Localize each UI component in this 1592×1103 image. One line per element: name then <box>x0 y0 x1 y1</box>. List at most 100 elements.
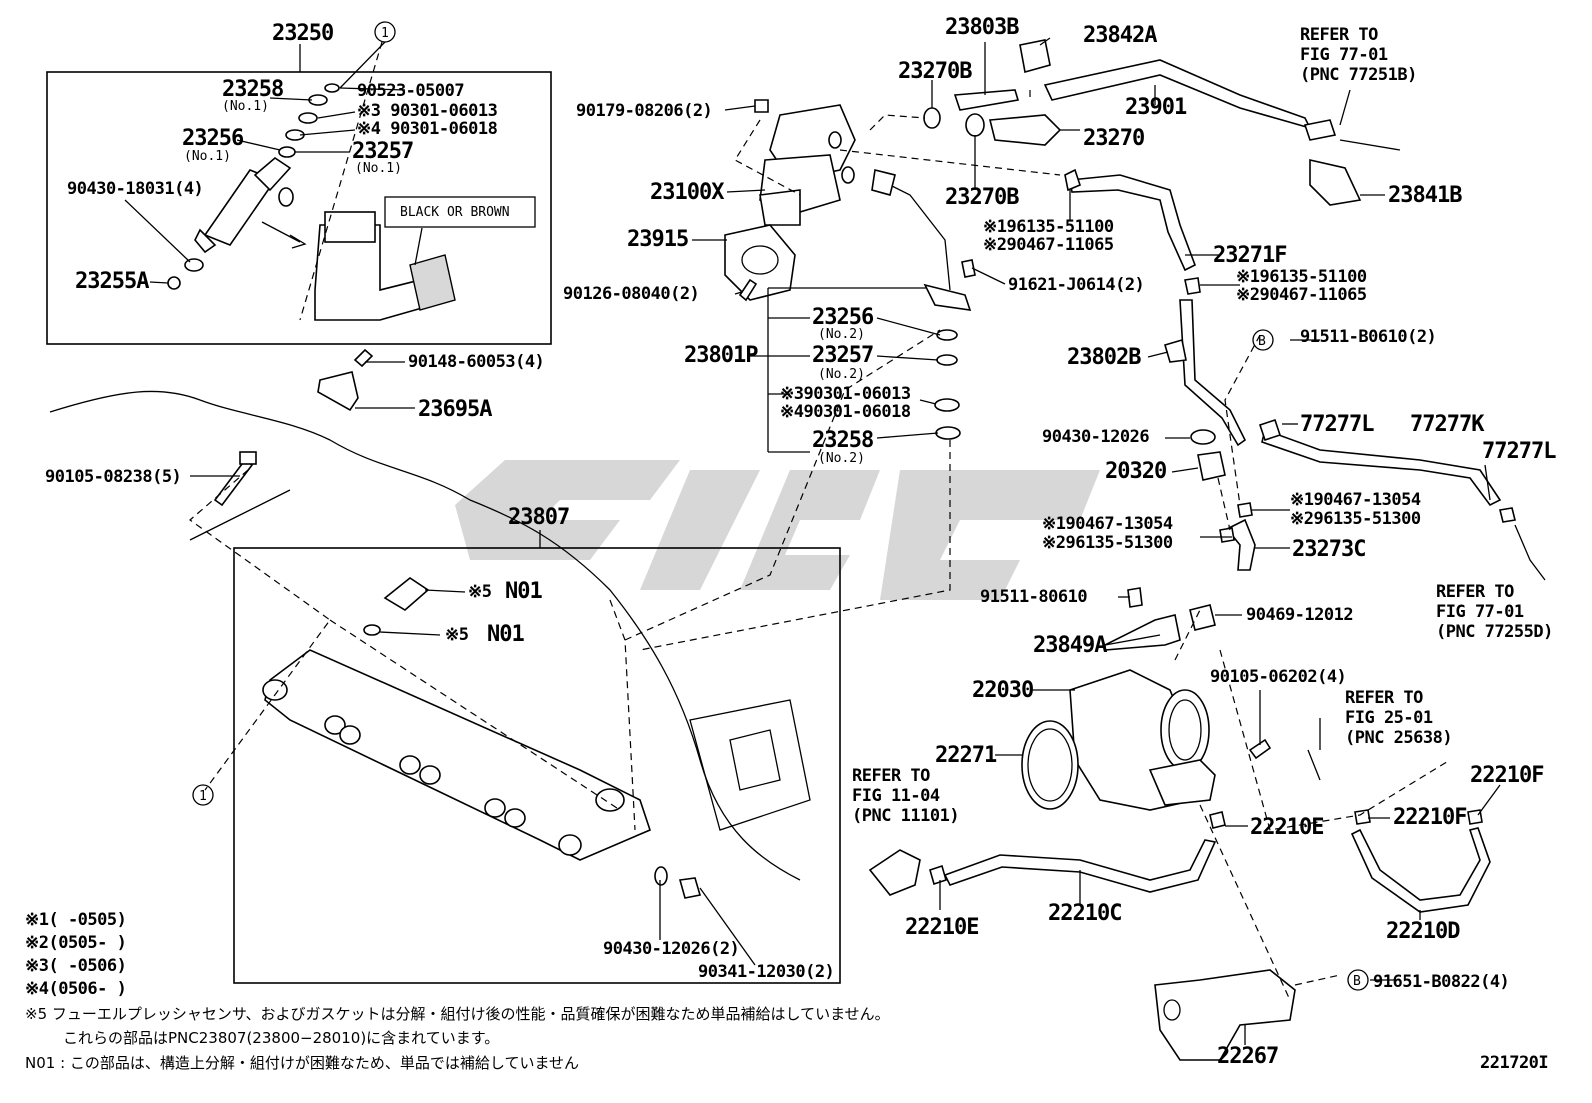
label-23256-no1-sub: (No.1) <box>184 149 231 164</box>
hose-refer-11-04 <box>868 849 921 896</box>
label-90148: 90148-60053(4) <box>408 352 544 372</box>
figure-id: 221720I <box>1480 1053 1548 1073</box>
label-23256-no1: 23256 <box>182 126 244 151</box>
ref-circle-b-1-label: B <box>1258 334 1266 349</box>
label-91511-80610: 91511-80610 <box>980 587 1087 607</box>
label-90469: 90469-12012 <box>1246 605 1353 625</box>
label-23257-no1-sub: (No.1) <box>355 161 402 176</box>
note-n01: N01 : この部品は、構造上分解・組付けが困難なため、単品では補給していません <box>25 1054 579 1072</box>
arrow-enlarge <box>261 221 307 249</box>
intake-port-inner <box>729 729 781 791</box>
plug-90341 <box>678 877 702 899</box>
label-90105-06202: 90105-06202(4) <box>1210 667 1346 687</box>
label-23271f: 23271F <box>1213 243 1286 268</box>
fuel-injector <box>194 156 294 254</box>
note-1: ※1( -0505) <box>25 910 126 930</box>
label-23273c: 23273C <box>1292 537 1365 562</box>
label-96135-b: ※196135-51100 <box>1236 267 1367 287</box>
label-96135-d: ※296135-51300 <box>1042 533 1173 553</box>
ref-circle-1-top-label: 1 <box>381 26 389 41</box>
label-23257-no1: 23257 <box>352 139 413 164</box>
label-23256-no2: 23256 <box>812 305 874 330</box>
bracket-23849a <box>1104 614 1181 651</box>
o-rings-no1 <box>167 83 340 290</box>
refer2-line2: FIG 77-01 <box>1436 602 1524 622</box>
label-23257-no2-sub: (No.2) <box>818 367 865 382</box>
label-96135-c: ※296135-51300 <box>1290 509 1421 529</box>
label-black-or-brown: BLACK OR BROWN <box>400 205 510 220</box>
engine-outline <box>49 390 801 881</box>
label-23258-no2: 23258 <box>812 428 873 453</box>
label-23255a: 23255A <box>75 269 149 294</box>
bolt-91511-80610 <box>1127 587 1143 608</box>
label-23257-no2: 23257 <box>812 343 873 368</box>
refer3-line3: (PNC 25638) <box>1345 728 1452 748</box>
bracket-23695a <box>317 371 359 412</box>
label-77277l-a: 77277L <box>1300 412 1374 437</box>
refer4-line1: REFER TO <box>852 766 930 786</box>
injector-detail-box <box>46 71 552 345</box>
pump-lifter-hole <box>741 245 779 275</box>
fuel-pipe <box>879 179 951 291</box>
label-n01-a-mark: ※5 <box>468 582 492 602</box>
clip-22210e-a <box>929 864 947 886</box>
refer4-line3: (PNC 11101) <box>852 806 959 826</box>
label-22267: 22267 <box>1217 1044 1278 1069</box>
bolt-91621 <box>961 259 976 278</box>
gasket-22271-inner <box>1027 728 1073 802</box>
label-23842a: 23842A <box>1083 23 1157 48</box>
vsv-20320 <box>1197 451 1226 481</box>
ref-circle-b-2 <box>1347 969 1369 991</box>
label-22210e-a: 22210E <box>1250 815 1323 840</box>
label-23258-no2-sub: (No.2) <box>818 451 865 466</box>
label-90430-18031: 90430-18031(4) <box>67 179 203 199</box>
ref-circle-1-top <box>374 21 396 43</box>
bolt-90148 <box>353 348 374 368</box>
watermark-logo <box>455 460 1100 600</box>
black-brown-label-box <box>384 196 536 228</box>
leader-lines <box>124 37 1501 1045</box>
label-23901: 23901 <box>1125 95 1187 120</box>
o-rings-no2 <box>934 329 961 440</box>
label-23250: 23250 <box>272 21 333 46</box>
refer-pipe-right <box>1514 524 1546 581</box>
bolt-90105 <box>213 458 254 507</box>
clip-96135-b <box>1184 277 1201 295</box>
label-23801p: 23801P <box>684 343 758 368</box>
clip-22210f-a <box>1354 809 1371 825</box>
refer1-line2: FIG 77-01 <box>1300 45 1388 65</box>
refer3-line1: REFER TO <box>1345 688 1423 708</box>
label-77277k: 77277K <box>1410 412 1485 437</box>
label-91621: 91621-J0614(2) <box>1008 275 1144 295</box>
label-90301-b: ※4 90301-06018 <box>357 119 498 139</box>
label-90301-c: ※390301-06013 <box>780 384 911 404</box>
label-96135-a: ※196135-51100 <box>983 217 1114 237</box>
gasket-90430 <box>654 866 668 886</box>
refer4-line2: FIG 11-04 <box>852 786 940 806</box>
label-23270b-b: 23270B <box>945 185 1019 210</box>
label-90341: 90341-12030(2) <box>698 962 834 982</box>
label-20320: 20320 <box>1105 459 1166 484</box>
refer2-line3: (PNC 77255D) <box>1436 622 1553 642</box>
ref-circle-b-1 <box>1252 329 1274 351</box>
clamp-23842a <box>1019 39 1051 74</box>
clip-22210e-b <box>1209 811 1226 829</box>
refer1-line3: (PNC 77251B) <box>1300 65 1417 85</box>
note-5: ※5 フューエルプレッシャセンサ、およびガスケットは分解・組付け後の性能・品質確… <box>25 1005 890 1023</box>
fuel-pump <box>759 104 856 226</box>
pipe-23802b <box>1179 299 1247 447</box>
label-22210e-b: 22210E <box>905 915 978 940</box>
intake-port-outline <box>689 699 811 831</box>
part-labels: 23250 23258 (No.1) 23256 (No.1) 23257 (N… <box>45 15 1557 1069</box>
note-3: ※3( -0506) <box>25 956 126 976</box>
refer-pipe-25-01 <box>1307 749 1321 781</box>
clip-77277l-b <box>1499 507 1516 523</box>
label-90126: 90126-08040(2) <box>563 284 699 304</box>
label-91511-b0610: 91511-B0610(2) <box>1300 327 1436 347</box>
label-22210d: 22210D <box>1386 919 1460 944</box>
clip-96135-a <box>1064 168 1081 192</box>
label-90301-a: ※3 90301-06013 <box>357 101 498 121</box>
pump-lifter-23915 <box>724 224 796 301</box>
